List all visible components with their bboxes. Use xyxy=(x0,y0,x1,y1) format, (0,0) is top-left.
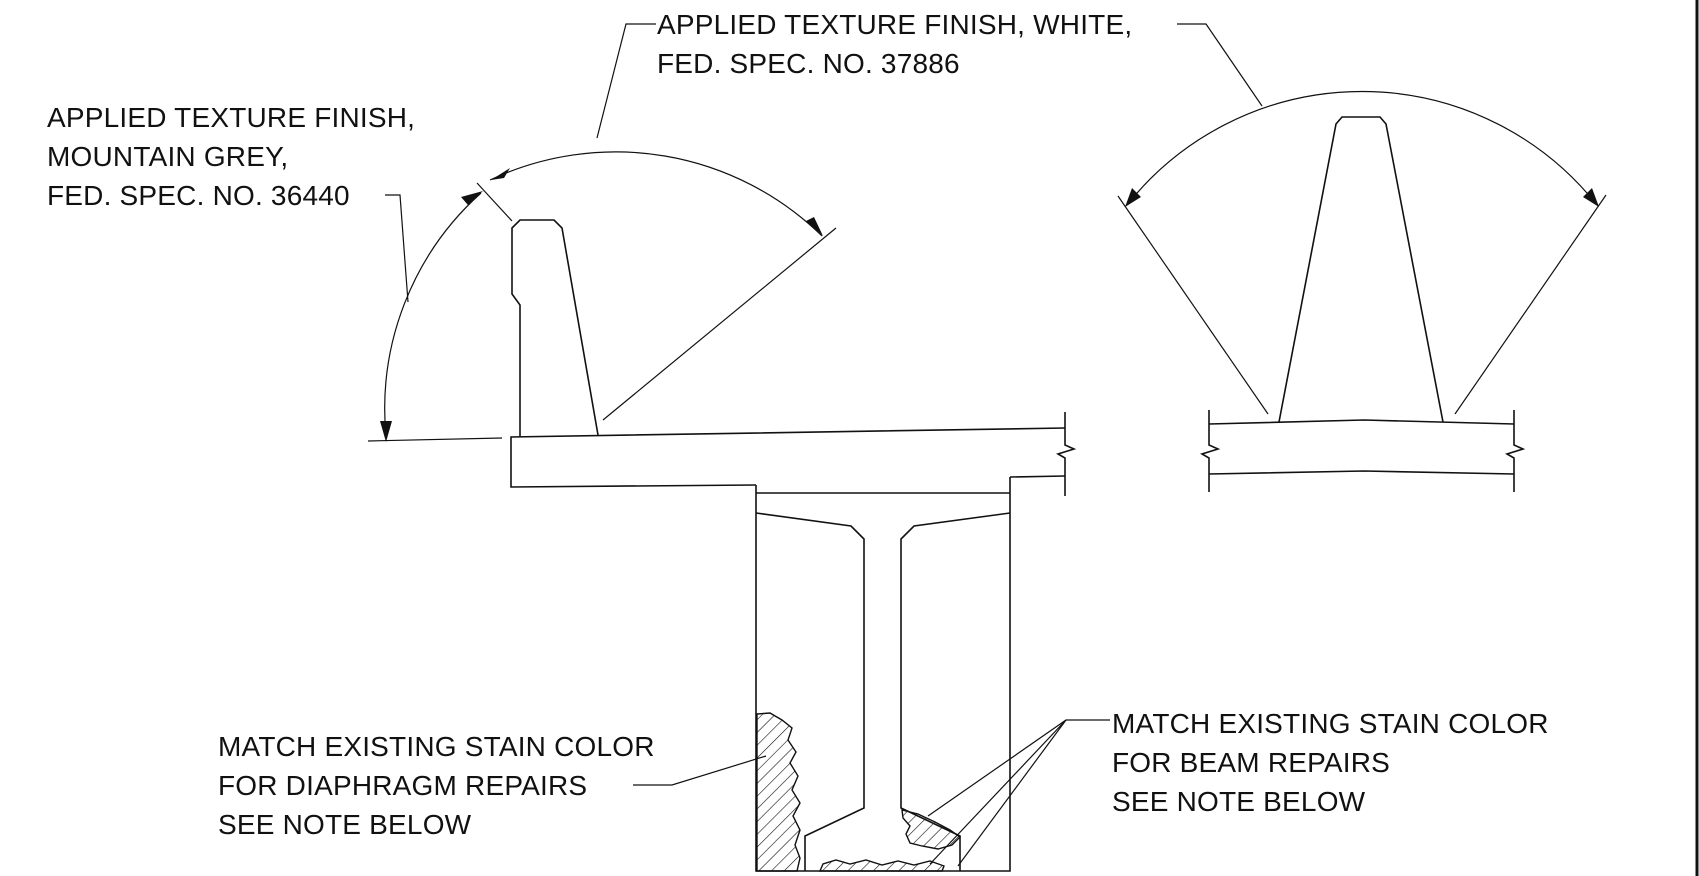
note-grey-finish-line2: MOUNTAIN GREY, xyxy=(47,141,288,172)
deck-slab xyxy=(510,427,1066,488)
grey-finish-extension-line xyxy=(367,437,503,442)
right-deck-top xyxy=(1208,419,1515,425)
beam-repair-hatch-bottom xyxy=(818,859,945,872)
arrowhead-white-left-a xyxy=(491,168,510,180)
right-barrier-profile xyxy=(1278,116,1444,423)
left-barrier-profile xyxy=(511,219,599,437)
leader-diaphragm-stain xyxy=(633,755,767,786)
note-beam-stain-line2: FOR BEAM REPAIRS xyxy=(1112,747,1390,778)
note-grey-finish-line1: APPLIED TEXTURE FINISH, xyxy=(47,102,415,133)
note-diaphragm-stain-line2: FOR DIAPHRAGM REPAIRS xyxy=(218,770,587,801)
right-deck-left-break xyxy=(1200,410,1221,492)
deck-break-line xyxy=(1056,412,1077,496)
arrowhead-white-left-b xyxy=(806,217,823,236)
note-beam-stain-line1: MATCH EXISTING STAIN COLOR xyxy=(1112,708,1549,739)
white-finish-arc-right xyxy=(1126,90,1598,206)
white-finish-arc-left xyxy=(489,151,823,237)
leader-white-finish-left xyxy=(596,23,656,139)
white-finish-extension-right-b xyxy=(1454,194,1607,415)
arrowhead-white-right-b xyxy=(1583,188,1599,207)
right-deck-bottom xyxy=(1208,470,1515,475)
grey-finish-extension-line-top xyxy=(476,182,513,222)
deck-slab-bottom-right xyxy=(1009,475,1066,478)
leader-beam-stain-b xyxy=(929,719,1067,865)
white-finish-extension-line-left xyxy=(602,227,837,421)
note-grey-finish-line3: FED. SPEC. NO. 36440 xyxy=(47,180,350,211)
diaphragm-repair-hatch xyxy=(756,712,801,872)
i-beam-right-flange-web xyxy=(900,512,1011,871)
note-beam-stain-line3: SEE NOTE BELOW xyxy=(1112,786,1366,817)
arrowhead-white-right-a xyxy=(1125,188,1141,207)
note-white-finish-line2: FED. SPEC. NO. 37886 xyxy=(657,48,960,79)
arrowhead-grey-bottom xyxy=(380,421,392,442)
leader-beam-stain-a xyxy=(927,719,1110,817)
leader-beam-stain-c xyxy=(957,719,1067,867)
note-white-finish-line1: APPLIED TEXTURE FINISH, WHITE, xyxy=(657,9,1132,40)
right-deck-right-break xyxy=(1505,410,1526,492)
white-finish-extension-right-a xyxy=(1117,195,1269,415)
beam-repair-hatch-right xyxy=(901,809,962,850)
grey-finish-arc xyxy=(384,192,482,437)
leader-white-finish-right xyxy=(1177,23,1263,107)
right-barrier-section xyxy=(1117,90,1607,492)
arrowhead-grey-top xyxy=(461,191,483,205)
i-beam-left-flange-web xyxy=(755,512,865,871)
note-diaphragm-stain-line3: SEE NOTE BELOW xyxy=(218,809,472,840)
leader-grey-finish xyxy=(385,194,409,303)
left-barrier-section xyxy=(367,151,1077,872)
note-diaphragm-stain-line1: MATCH EXISTING STAIN COLOR xyxy=(218,731,655,762)
